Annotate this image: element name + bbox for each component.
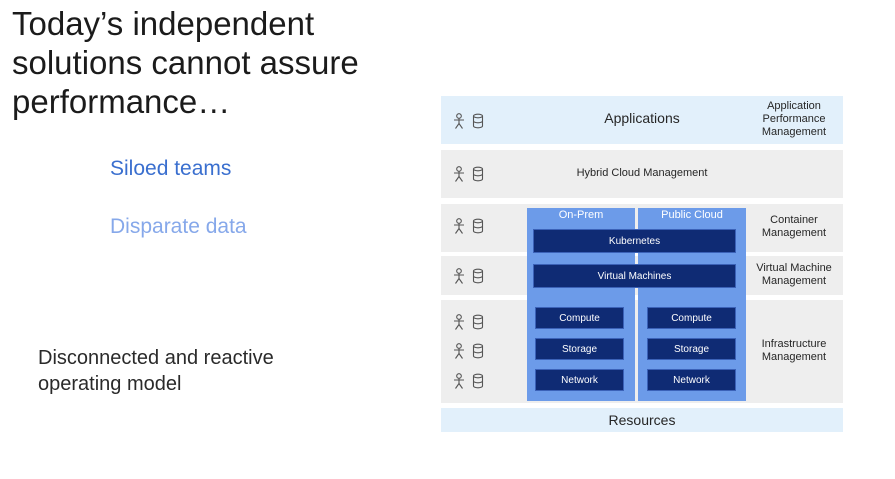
person-database-icon <box>454 314 484 330</box>
public-compute-box: Compute <box>647 307 736 329</box>
person-database-icon <box>454 373 484 389</box>
applications-label: Applications <box>604 110 680 126</box>
on-prem-compute-box: Compute <box>535 307 624 329</box>
resources-band <box>441 408 843 432</box>
siloed-teams-text: Siloed teams <box>110 157 232 180</box>
on-prem-heading: On-Prem <box>558 209 604 221</box>
resources-label: Resources <box>608 412 676 428</box>
person-database-icon <box>454 268 484 284</box>
person-database-icon <box>454 343 484 359</box>
person-database-icon <box>454 218 484 234</box>
person-database-icon <box>454 113 484 129</box>
virtual-machines-box: Virtual Machines <box>533 264 736 288</box>
disconnected-model-text: Disconnected and reactive operating mode… <box>38 347 274 395</box>
person-database-icon <box>454 166 484 182</box>
public-cloud-heading: Public Cloud <box>661 209 723 221</box>
disparate-data-text: Disparate data <box>110 215 247 238</box>
headline: Today’s independent solutions cannot ass… <box>12 5 359 120</box>
on-prem-network-box: Network <box>535 369 624 391</box>
container-mgmt-label: Container Management <box>761 214 827 239</box>
hybrid-cloud-label: Hybrid Cloud Management <box>576 167 708 179</box>
apm-label: Application Performance Management <box>761 100 827 138</box>
infra-mgmt-label: Infrastructure Management <box>761 338 827 363</box>
on-prem-storage-box: Storage <box>535 338 624 360</box>
vm-mgmt-label: Virtual Machine Management <box>756 262 832 287</box>
hybrid-cloud-band <box>441 150 843 198</box>
public-network-box: Network <box>647 369 736 391</box>
applications-band <box>441 96 843 144</box>
kubernetes-box: Kubernetes <box>533 229 736 253</box>
public-storage-box: Storage <box>647 338 736 360</box>
